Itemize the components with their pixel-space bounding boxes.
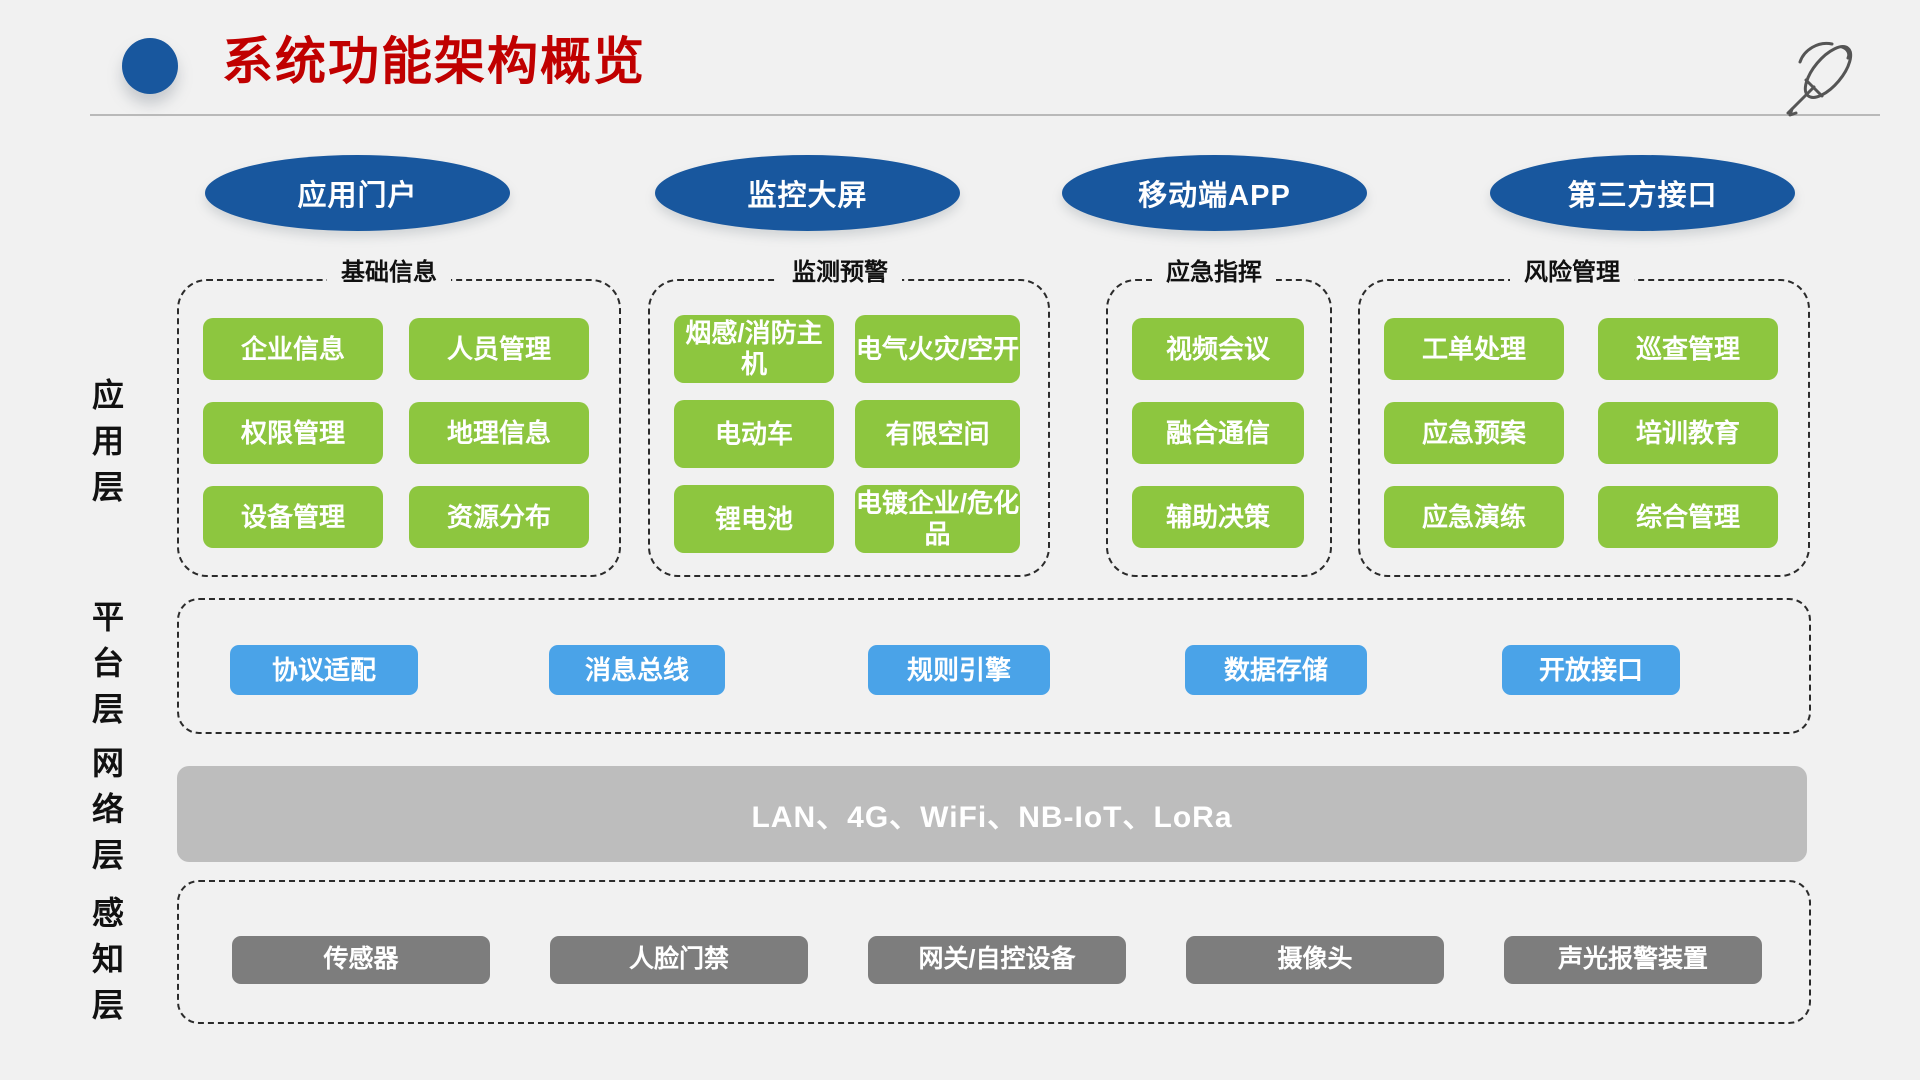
layer-label-char: 平 xyxy=(91,599,124,635)
app-item-label: 锂电池 xyxy=(714,503,793,534)
sense-item-alarm-device[interactable]: 声光报警装置 xyxy=(1504,936,1762,984)
title-bullet-icon xyxy=(122,38,178,94)
layer-label-char: 台 xyxy=(91,645,124,681)
app-item-label: 辅助决策 xyxy=(1165,501,1270,532)
app-item-smoke-fire-host[interactable]: 烟感/消防主机 xyxy=(674,315,834,383)
group-title-emergency-command: 应急指挥 xyxy=(1152,258,1276,288)
app-item-personnel-mgmt[interactable]: 人员管理 xyxy=(409,318,589,380)
portal-label: 监控大屏 xyxy=(747,180,868,212)
title-bar: 系统功能架构概览 xyxy=(0,0,1920,118)
app-item-video-conference[interactable]: 视频会议 xyxy=(1132,318,1304,380)
app-item-label: 设备管理 xyxy=(240,501,345,532)
portal-ellipse-app-portal[interactable]: 应用门户 xyxy=(205,155,510,231)
platform-item-label: 规则引擎 xyxy=(906,654,1011,685)
layer-label-char: 感 xyxy=(91,895,124,931)
app-item-converged-comm[interactable]: 融合通信 xyxy=(1132,402,1304,464)
layer-label-char: 层 xyxy=(91,987,124,1023)
platform-item-rule-engine[interactable]: 规则引擎 xyxy=(868,645,1050,695)
app-item-label: 应急演练 xyxy=(1421,501,1526,532)
app-item-label: 权限管理 xyxy=(240,417,345,448)
app-item-lithium-battery[interactable]: 锂电池 xyxy=(674,485,834,553)
app-item-comprehensive-mgmt[interactable]: 综合管理 xyxy=(1598,486,1778,548)
network-layer-label: LAN、4G、WiFi、NB-IoT、LoRa xyxy=(751,801,1233,834)
platform-item-label: 协议适配 xyxy=(271,654,376,685)
app-item-label: 培训教育 xyxy=(1635,417,1740,448)
app-item-label: 电气火灾/空开 xyxy=(855,333,1020,364)
app-item-resource-distribution[interactable]: 资源分布 xyxy=(409,486,589,548)
layer-label-sense: 感 知 层 xyxy=(78,890,138,1028)
platform-item-protocol-adapter[interactable]: 协议适配 xyxy=(230,645,418,695)
sense-item-camera[interactable]: 摄像头 xyxy=(1186,936,1444,984)
app-item-label: 综合管理 xyxy=(1635,501,1740,532)
platform-item-label: 消息总线 xyxy=(584,654,689,685)
app-item-inspection-mgmt[interactable]: 巡查管理 xyxy=(1598,318,1778,380)
app-item-label: 电镀企业/危化品 xyxy=(855,488,1020,549)
sense-item-label: 声光报警装置 xyxy=(1557,945,1708,974)
layer-label-char: 网 xyxy=(91,745,124,781)
app-item-label: 融合通信 xyxy=(1165,417,1270,448)
portal-label: 第三方接口 xyxy=(1567,180,1718,212)
group-title-risk-mgmt: 风险管理 xyxy=(1510,258,1634,288)
sense-item-face-access[interactable]: 人脸门禁 xyxy=(550,936,808,984)
app-item-enterprise-info[interactable]: 企业信息 xyxy=(203,318,383,380)
sense-layer-container xyxy=(177,880,1811,1024)
sense-item-sensor[interactable]: 传感器 xyxy=(232,936,490,984)
portal-ellipse-third-party-api[interactable]: 第三方接口 xyxy=(1490,155,1795,231)
app-item-label: 电动车 xyxy=(714,418,793,449)
app-item-geo-info[interactable]: 地理信息 xyxy=(409,402,589,464)
platform-layer-container xyxy=(177,598,1811,734)
app-item-work-order[interactable]: 工单处理 xyxy=(1384,318,1564,380)
pen-icon xyxy=(1786,41,1853,117)
sense-item-label: 人脸门禁 xyxy=(628,945,729,974)
layer-label-char: 知 xyxy=(91,941,124,977)
app-item-label: 资源分布 xyxy=(446,501,551,532)
portal-label: 应用门户 xyxy=(297,180,418,212)
sense-item-gateway-controller[interactable]: 网关/自控设备 xyxy=(868,936,1126,984)
group-title-monitoring-alert: 监测预警 xyxy=(778,258,902,288)
group-title-basic-info: 基础信息 xyxy=(327,258,451,288)
app-item-label: 工单处理 xyxy=(1421,333,1526,364)
sense-item-label: 传感器 xyxy=(323,945,399,974)
sense-item-label: 网关/自控设备 xyxy=(918,945,1076,974)
layer-label-char: 层 xyxy=(91,837,124,873)
app-item-emergency-plan[interactable]: 应急预案 xyxy=(1384,402,1564,464)
layer-label-char: 用 xyxy=(91,423,124,459)
portal-label: 移动端APP xyxy=(1138,180,1291,212)
platform-item-label: 开放接口 xyxy=(1538,654,1643,685)
app-item-label: 视频会议 xyxy=(1165,333,1270,364)
layer-label-network: 网 络 层 xyxy=(78,740,138,878)
app-item-decision-support[interactable]: 辅助决策 xyxy=(1132,486,1304,548)
app-item-label: 地理信息 xyxy=(446,417,551,448)
app-item-label: 应急预案 xyxy=(1421,417,1526,448)
app-item-confined-space[interactable]: 有限空间 xyxy=(855,400,1020,468)
app-item-electrical-fire-breaker[interactable]: 电气火灾/空开 xyxy=(855,315,1020,383)
app-item-device-mgmt[interactable]: 设备管理 xyxy=(203,486,383,548)
page-title: 系统功能架构概览 xyxy=(222,33,647,90)
app-item-label: 人员管理 xyxy=(446,333,551,364)
app-item-label: 企业信息 xyxy=(240,333,345,364)
app-item-plating-hazardous[interactable]: 电镀企业/危化品 xyxy=(855,485,1020,553)
network-layer-bar: LAN、4G、WiFi、NB-IoT、LoRa xyxy=(177,766,1807,862)
sense-item-label: 摄像头 xyxy=(1277,945,1353,974)
app-item-electric-vehicle[interactable]: 电动车 xyxy=(674,400,834,468)
app-item-permission-mgmt[interactable]: 权限管理 xyxy=(203,402,383,464)
portal-ellipse-monitor-screen[interactable]: 监控大屏 xyxy=(655,155,960,231)
layer-label-char: 层 xyxy=(91,691,124,727)
layer-label-char: 层 xyxy=(91,469,124,505)
app-item-label: 有限空间 xyxy=(885,418,990,449)
title-divider xyxy=(90,114,1880,116)
portal-ellipse-mobile-app[interactable]: 移动端APP xyxy=(1062,155,1367,231)
layer-label-application: 应 用 层 xyxy=(78,372,138,510)
app-item-label: 巡查管理 xyxy=(1635,333,1740,364)
app-item-training-education[interactable]: 培训教育 xyxy=(1598,402,1778,464)
platform-item-data-storage[interactable]: 数据存储 xyxy=(1185,645,1367,695)
layer-label-char: 应 xyxy=(91,377,124,413)
platform-item-open-api[interactable]: 开放接口 xyxy=(1502,645,1680,695)
app-item-label: 烟感/消防主机 xyxy=(685,318,823,379)
platform-item-message-bus[interactable]: 消息总线 xyxy=(549,645,725,695)
platform-item-label: 数据存储 xyxy=(1223,654,1328,685)
app-item-emergency-drill[interactable]: 应急演练 xyxy=(1384,486,1564,548)
layer-label-platform: 平 台 层 xyxy=(78,594,138,732)
layer-label-char: 络 xyxy=(91,791,124,827)
